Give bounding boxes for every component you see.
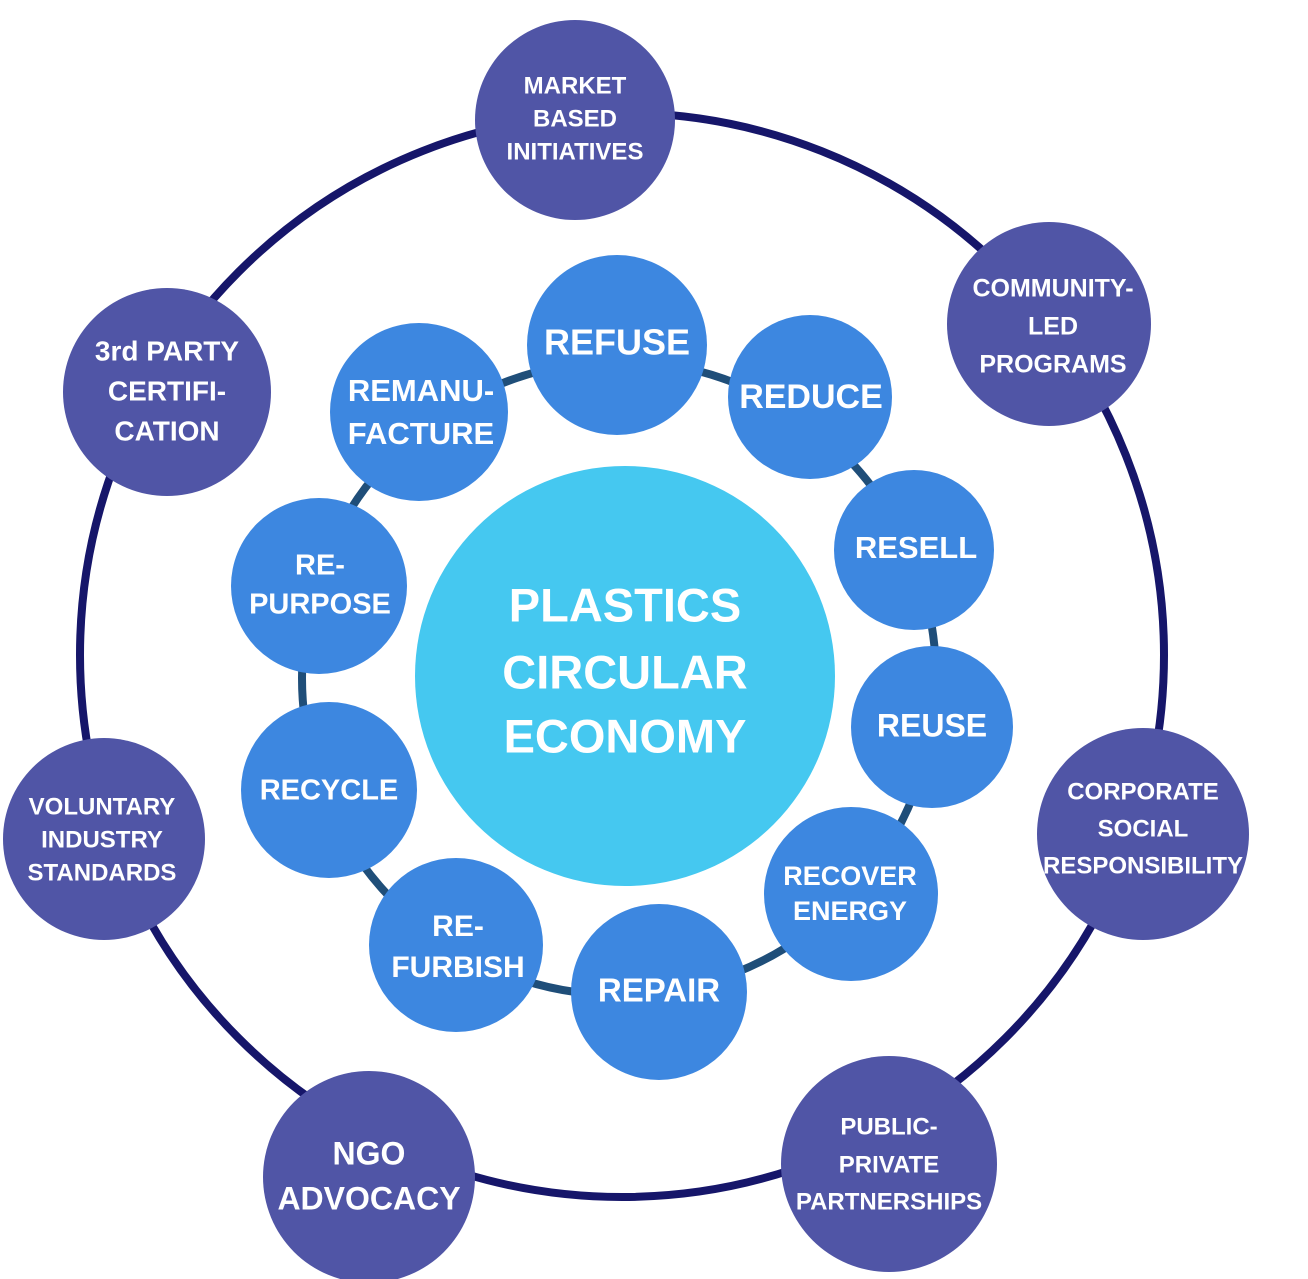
center-label-line-2: CIRCULAR	[502, 645, 747, 698]
outer-node-circle	[263, 1071, 475, 1279]
outer-node-label-line-2: SOCIAL	[1098, 815, 1189, 842]
outer-node-label-line-1: NGO	[333, 1135, 406, 1171]
center-circle	[415, 466, 835, 886]
inner-node-label: REUSE	[877, 707, 987, 743]
inner-node-circle	[571, 904, 747, 1080]
outer-node-third-party-certification: 3rd PARTY CERTIFI- CATION	[63, 288, 271, 496]
inner-node-label-line-2: FACTURE	[348, 416, 494, 451]
inner-node-circle	[834, 470, 994, 630]
outer-node-label-line-1: PUBLIC-	[840, 1113, 937, 1140]
inner-node-reduce: REDUCE	[728, 315, 892, 479]
inner-node-repair: REPAIR	[571, 904, 747, 1080]
outer-node-label-line-3: STANDARDS	[28, 859, 177, 886]
outer-node-corporate-social-responsibility: CORPORATE SOCIAL RESPONSIBILITY	[1037, 728, 1249, 940]
outer-node-label-line-1: VOLUNTARY	[29, 793, 176, 820]
inner-node-label-line-1: RECOVER	[783, 861, 917, 891]
outer-node-market-based-initiatives: MARKET BASED INITIATIVES	[475, 20, 675, 220]
inner-node-label: REPAIR	[598, 972, 720, 1009]
outer-node-circle	[3, 738, 205, 940]
inner-node-recover-energy: RECOVER ENERGY	[764, 807, 938, 981]
outer-node-ngo-advocacy: NGO ADVOCACY	[263, 1071, 475, 1279]
outer-node-label-line-1: 3rd PARTY	[95, 335, 239, 366]
outer-node-circle	[781, 1056, 997, 1272]
outer-node-label-line-3: PARTNERSHIPS	[796, 1188, 982, 1215]
center-node: PLASTICS CIRCULAR ECONOMY	[415, 466, 835, 886]
outer-node-circle	[947, 222, 1151, 426]
inner-node-circle	[369, 858, 543, 1032]
inner-node-circle	[851, 646, 1013, 808]
outer-node-label-line-2: BASED	[533, 105, 617, 132]
inner-node-label-line-1: REMANU-	[348, 373, 494, 408]
outer-node-label-line-3: INITIATIVES	[507, 138, 644, 165]
inner-node-circle	[330, 323, 508, 501]
inner-node-resell: RESELL	[834, 470, 994, 630]
inner-node-circle	[527, 255, 707, 435]
inner-node-reuse: REUSE	[851, 646, 1013, 808]
outer-node-label-line-1: COMMUNITY-	[972, 275, 1133, 303]
outer-node-label-line-2: INDUSTRY	[41, 826, 163, 853]
outer-node-label-line-3: CATION	[114, 415, 219, 446]
inner-node-label: RECYCLE	[260, 775, 399, 807]
outer-node-circle	[1037, 728, 1249, 940]
inner-node-circle	[231, 498, 407, 674]
inner-node-label-line-2: ENERGY	[793, 896, 907, 926]
outer-node-label-line-2: CERTIFI-	[108, 375, 226, 406]
inner-node-circle	[764, 807, 938, 981]
inner-node-label: REFUSE	[544, 322, 690, 363]
inner-node-label-line-2: PURPOSE	[249, 589, 391, 621]
inner-node-circle	[728, 315, 892, 479]
outer-node-label-line-2: ADVOCACY	[277, 1180, 460, 1216]
center-label-line-3: ECONOMY	[504, 709, 747, 762]
outer-node-circle	[475, 20, 675, 220]
center-label-line-1: PLASTICS	[509, 578, 741, 631]
inner-node-label: RESELL	[855, 530, 977, 565]
inner-node-circle	[241, 702, 417, 878]
inner-node-label-line-2: FURBISH	[391, 951, 524, 984]
inner-node-repurpose: RE- PURPOSE	[231, 498, 407, 674]
outer-node-label-line-1: MARKET	[524, 72, 627, 99]
inner-node-refuse: REFUSE	[527, 255, 707, 435]
outer-node-label-line-3: RESPONSIBILITY	[1043, 852, 1243, 879]
inner-node-label: REDUCE	[739, 378, 883, 416]
outer-node-label-line-1: CORPORATE	[1067, 778, 1219, 805]
inner-node-label-line-1: RE-	[295, 550, 345, 582]
inner-node-recycle: RECYCLE	[241, 702, 417, 878]
inner-node-refurbish: RE- FURBISH	[369, 858, 543, 1032]
outer-node-public-private-partnerships: PUBLIC- PRIVATE PARTNERSHIPS	[781, 1056, 997, 1272]
outer-node-voluntary-industry-standards: VOLUNTARY INDUSTRY STANDARDS	[3, 738, 205, 940]
inner-node-label-line-1: RE-	[432, 910, 484, 943]
outer-node-label-line-2: LED	[1028, 313, 1078, 341]
outer-node-label-line-3: PROGRAMS	[979, 351, 1126, 379]
outer-node-label-line-2: PRIVATE	[839, 1151, 939, 1178]
outer-node-circle	[63, 288, 271, 496]
inner-node-remanufacture: REMANU- FACTURE	[330, 323, 508, 501]
outer-node-community-led-programs: COMMUNITY- LED PROGRAMS	[947, 222, 1151, 426]
